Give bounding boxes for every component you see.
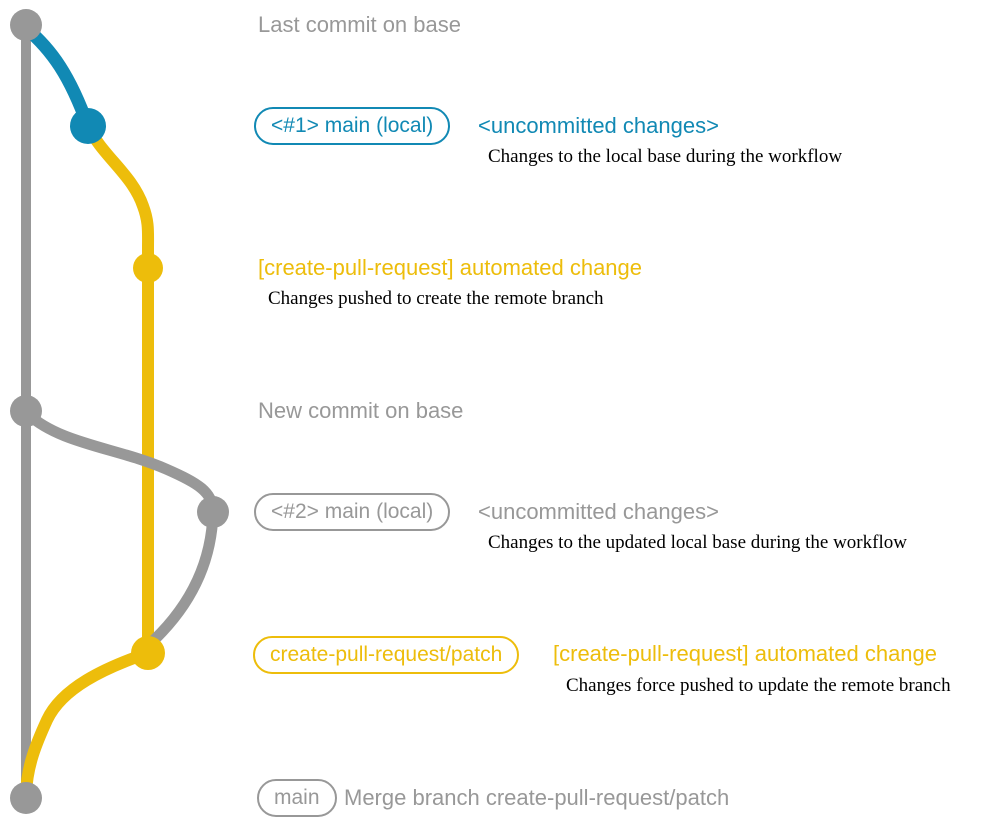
automated-change-desc-2: Changes force pushed to update the remot… <box>566 675 951 696</box>
commit-dot-local-change-1 <box>70 108 106 144</box>
branch-badge-patch: create-pull-request/patch <box>253 636 520 674</box>
uncommitted-changes-title-2: <uncommitted changes> <box>478 499 719 524</box>
uncommitted-changes-title-1: <uncommitted changes> <box>478 113 719 138</box>
commit-dot-base-tip <box>10 9 42 41</box>
commit-dot-merge <box>10 782 42 814</box>
branch-badge-main-local-2: <#2> main (local) <box>254 493 451 531</box>
branch-badge-main: main <box>257 779 337 817</box>
commit-dot-local-change-2 <box>197 496 229 528</box>
commit-dot-remote-branch-2 <box>131 636 165 670</box>
commit-dot-remote-branch-1 <box>133 253 163 283</box>
uncommitted-changes-desc-2: Changes to the updated local base during… <box>488 532 907 553</box>
last-commit-label: Last commit on base <box>258 12 461 37</box>
new-commit-label: New commit on base <box>258 398 464 423</box>
commit-dot-new-base <box>10 395 42 427</box>
automated-change-title-2: [create-pull-request] automated change <box>553 641 938 666</box>
updated-base-line <box>22 408 219 647</box>
automated-change-desc-1: Changes pushed to create the remote bran… <box>268 288 604 309</box>
merge-commit-label: Merge branch create-pull-request/patch <box>344 785 730 810</box>
automated-change-title-1: [create-pull-request] automated change <box>258 255 643 280</box>
branch-badge-main-local-1: <#1> main (local) <box>254 107 451 145</box>
uncommitted-changes-desc-1: Changes to the local base during the wor… <box>488 146 843 167</box>
